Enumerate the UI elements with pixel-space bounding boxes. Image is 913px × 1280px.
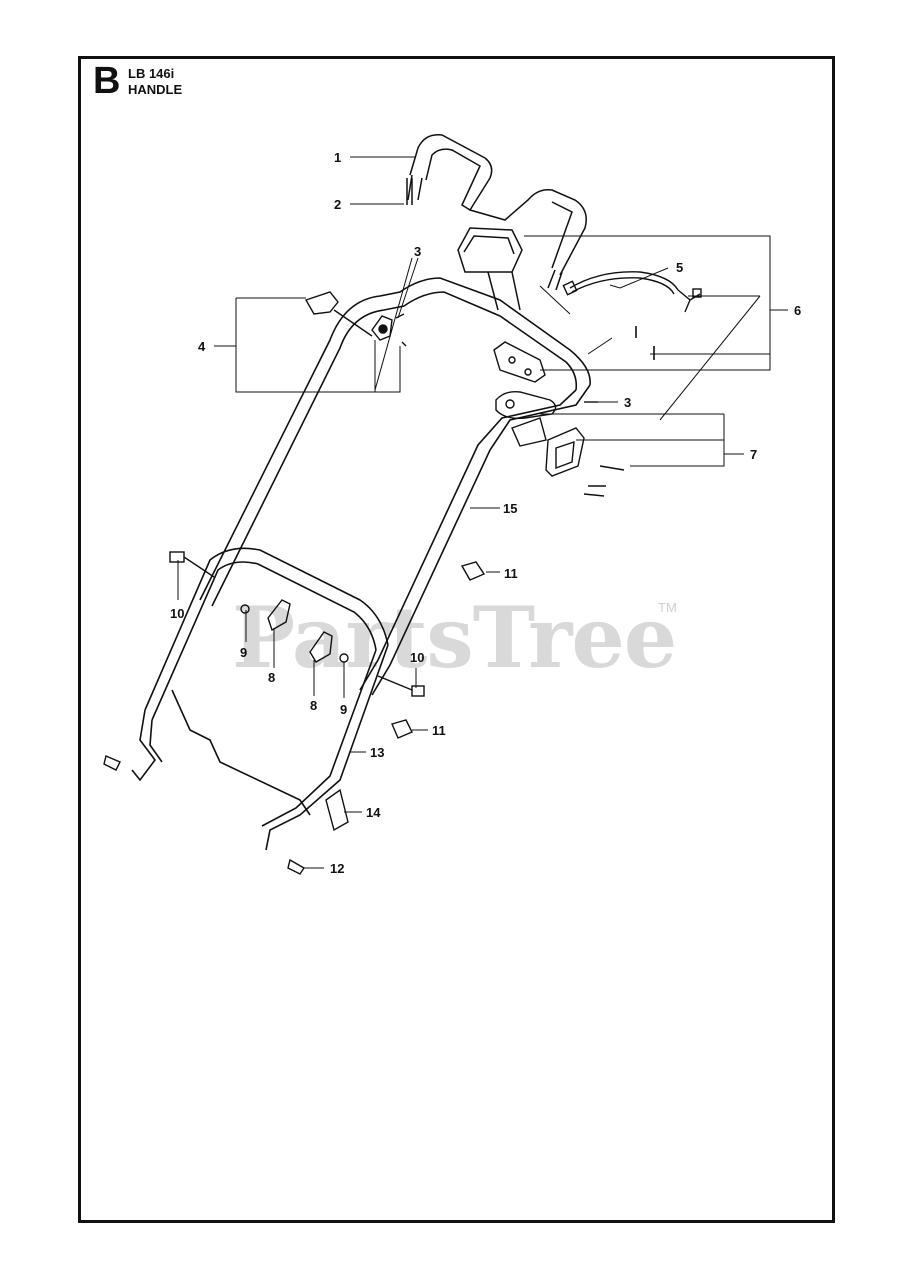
callout-11b: 11 [432,723,446,738]
diagram-title: HANDLE [128,82,183,97]
upper-grip-handle [407,134,587,291]
side-bracket [511,417,625,497]
callout-3a: 3 [414,244,421,259]
watermark-trademark: TM [658,600,677,615]
callout-15: 15 [503,501,517,516]
callout-12: 12 [330,861,344,876]
console-housing [457,227,523,311]
model-name: LB 146i [128,66,175,81]
callout-5: 5 [676,260,683,275]
callout-9a: 9 [240,645,247,660]
callout-9b: 9 [340,702,347,717]
callouts: 1 2 3 4 5 6 3 7 15 11 10 9 8 10 8 9 11 1… [170,150,801,876]
lower-plate [325,788,349,832]
wire-harness [562,271,702,313]
callout-10b: 10 [410,650,424,665]
callout-4: 4 [198,339,206,354]
callout-1: 1 [334,150,341,165]
callout-14: 14 [366,805,381,820]
bolt-12 [103,755,305,875]
bolt-left [169,551,215,578]
main-handle-tube [199,277,591,696]
right-knob [495,390,598,420]
clip-lower [391,719,413,739]
callout-6: 6 [794,303,801,318]
knob-right [309,631,349,663]
grip-pin [406,178,413,205]
bolt-right [377,675,425,697]
diagram-frame [78,56,835,1223]
callout-3b: 3 [624,395,631,410]
knob-left [240,599,291,632]
callout-8a: 8 [268,670,275,685]
left-clip [304,291,373,337]
lower-handle [131,547,389,851]
upper-screws [635,326,655,360]
clip-upper [460,561,486,581]
callout-10a: 10 [170,606,184,621]
section-letter: B [93,60,121,102]
callout-11a: 11 [504,566,518,581]
upper-left-knob [371,313,407,347]
watermark: PartsTree [232,588,677,687]
center-bracket [493,341,546,383]
callout-13: 13 [370,745,384,760]
leader-lines [177,156,788,869]
callout-2: 2 [334,197,341,212]
callout-7: 7 [750,447,757,462]
callout-8b: 8 [310,698,317,713]
